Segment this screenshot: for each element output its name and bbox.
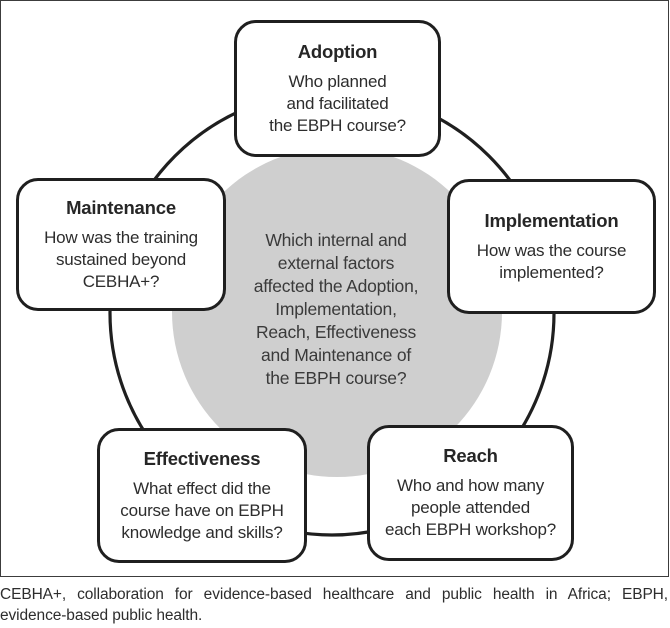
box-adoption-title: Adoption — [297, 40, 378, 62]
box-implementation-question: How was the course implemented? — [476, 240, 627, 282]
box-implementation-title: Implementation — [484, 209, 619, 231]
box-reach-question: Who and how many people attended each EB… — [384, 476, 556, 539]
box-maintenance-question: How was the training sustained beyond CE… — [44, 227, 198, 291]
box-adoption-question: Who planned and facilitated the EBPH cou… — [269, 71, 406, 135]
center-circle-bg — [172, 147, 502, 477]
box-reach-title: Reach — [443, 445, 498, 466]
diagram-panel: Which internal and external factors affe… — [0, 0, 669, 577]
center-question-text: Which internal and external factors affe… — [253, 230, 419, 388]
box-maintenance: Maintenance How was the training sustain… — [16, 178, 226, 311]
box-implementation: Implementation How was the course implem… — [447, 179, 656, 314]
figure-caption-line-2: evidence-based public health. — [0, 607, 203, 624]
box-effectiveness-question: What effect did the course have on EBPH … — [120, 478, 284, 542]
box-adoption: Adoption Who planned and facilitated the… — [234, 20, 441, 157]
figure-caption-line-1: CEBHA+, collaboration for evidence-based… — [0, 586, 668, 603]
box-effectiveness-title: Effectiveness — [143, 447, 261, 469]
figure-caption: CEBHA+, collaboration for evidence-based… — [0, 584, 668, 626]
box-reach: Reach Who and how many people attended e… — [367, 425, 574, 561]
box-effectiveness: Effectiveness What effect did the course… — [97, 428, 307, 563]
box-maintenance-title: Maintenance — [66, 196, 176, 218]
